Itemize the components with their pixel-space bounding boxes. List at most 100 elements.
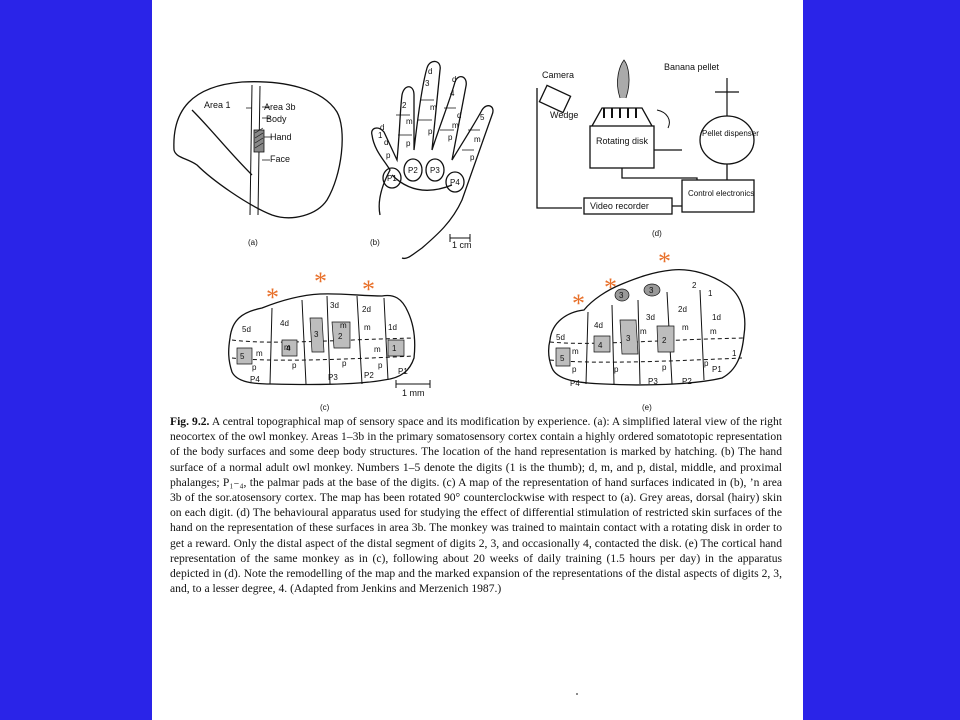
label-wedge: Wedge (550, 110, 578, 120)
slide: Area 1 Area 3b Body Hand Face (a) 2 3 4 … (152, 0, 803, 720)
panel-a-tag: (a) (248, 238, 258, 247)
panel-d-tag: (d) (652, 229, 662, 238)
map-label: m (284, 343, 291, 352)
map-label: m (256, 349, 263, 358)
panel-c-labels: 5d 4d 3d 2d 1d m m m m m p p p p P4 P3 P… (240, 301, 425, 412)
label-area-3b: Area 3b (264, 102, 296, 112)
label-control-electronics: Control electronics (688, 189, 754, 198)
pad-label: P4 (450, 178, 460, 187)
map-label: m (682, 323, 689, 332)
figure-drawing: Area 1 Area 3b Body Hand Face (a) 2 3 4 … (173, 59, 759, 412)
map-label: P3 (328, 373, 338, 382)
map-label: 5d (242, 325, 251, 334)
label-hand: Hand (270, 132, 292, 142)
map-label: m (340, 321, 347, 330)
map-label: 2 (692, 281, 697, 290)
digit-label: p (428, 127, 433, 136)
pad-label: P2 (408, 166, 418, 175)
map-label: 1d (388, 323, 397, 332)
map-label: p (662, 363, 667, 372)
panel-a-labels: Area 1 Area 3b Body Hand Face (a) (204, 100, 296, 247)
scale-1cm: 1 cm (452, 240, 472, 250)
panel-d-labels: Camera Wedge Banana pellet Rotating disk… (542, 62, 759, 238)
asterisk-marker: * (314, 267, 327, 296)
map-label: P1 (712, 365, 722, 374)
map-label: 2 (338, 332, 343, 341)
digit-label: m (452, 121, 459, 130)
map-label: 5 (560, 354, 565, 363)
map-label: 2d (678, 305, 687, 314)
digit-label: d (452, 75, 456, 84)
asterisk-marker: * (572, 289, 585, 318)
map-label: m (640, 327, 647, 336)
map-label: 3d (646, 313, 655, 322)
map-label: P1 (398, 367, 408, 376)
map-label: p (572, 365, 577, 374)
label-banana-pellet: Banana pellet (664, 62, 720, 72)
pad-label: P3 (430, 166, 440, 175)
figure-caption: Fig. 9.2. A central topographical map of… (170, 414, 782, 596)
panel-e-tag: (e) (642, 403, 652, 412)
digit-label: 2 (402, 101, 407, 110)
label-pellet-dispenser: Pellet dispenser (702, 129, 759, 138)
map-label: 3 (626, 334, 631, 343)
map-label: P4 (250, 375, 260, 384)
map-label: 1 (732, 349, 737, 358)
asterisk-marker: * (658, 247, 671, 276)
map-label: p (378, 361, 383, 370)
digit-label: 5 (480, 113, 485, 122)
map-label: 1 (708, 289, 713, 298)
map-label: m (710, 327, 717, 336)
panel-e-map (548, 269, 746, 386)
map-label: 1 (392, 344, 397, 353)
map-label: 4d (594, 321, 603, 330)
panel-a-brain (173, 81, 343, 219)
map-label: p (252, 363, 257, 372)
map-label: 3 (619, 291, 624, 300)
digit-label: p (448, 133, 453, 142)
label-video-recorder: Video recorder (590, 201, 649, 211)
map-label: m (364, 323, 371, 332)
map-label: m (572, 347, 579, 356)
pad-label: P1 (387, 174, 397, 183)
panel-c-tag: (c) (320, 403, 330, 412)
caption-label: Fig. 9.2. (170, 415, 210, 428)
map-label: 4 (598, 341, 603, 350)
map-label: 5d (556, 333, 565, 342)
map-label: P2 (682, 377, 692, 386)
caption-text: A central topographical map of sensory s… (170, 415, 783, 596)
panel-b-labels: 2 3 4 5 1 d d d m m p p p p d d m m p P1… (370, 67, 485, 250)
map-label: 2d (362, 305, 371, 314)
label-face: Face (270, 154, 290, 164)
map-label: 3 (649, 286, 654, 295)
digit-label: d (380, 123, 384, 132)
panel-b-tag: (b) (370, 238, 380, 247)
digit-label: 1 (378, 131, 383, 140)
map-label: m (374, 345, 381, 354)
map-label: 4d (280, 319, 289, 328)
digit-label: m (406, 117, 413, 126)
label-rotating-disk: Rotating disk (596, 136, 649, 146)
digit-label: p (406, 139, 411, 148)
map-label: 2 (662, 336, 667, 345)
digit-label: d (428, 67, 432, 76)
map-label: 1d (712, 313, 721, 322)
map-label: 3d (330, 301, 339, 310)
map-label: 4 (286, 344, 291, 353)
digit-label: p (470, 153, 475, 162)
label-area-1: Area 1 (204, 100, 231, 110)
digit-label: p (386, 151, 391, 160)
map-label: p (614, 365, 619, 374)
asterisk-annotations: * * * * * * (266, 247, 671, 318)
asterisk-marker: * (362, 275, 375, 304)
map-label: p (342, 359, 347, 368)
map-label: P4 (570, 379, 580, 388)
speck (576, 693, 578, 695)
map-label: p (704, 359, 709, 368)
digit-label: m (474, 135, 481, 144)
digit-label: 3 (425, 79, 430, 88)
asterisk-marker: * (604, 273, 617, 302)
digit-label: 4 (450, 89, 455, 98)
digit-label: m (430, 103, 437, 112)
asterisk-marker: * (266, 283, 279, 312)
